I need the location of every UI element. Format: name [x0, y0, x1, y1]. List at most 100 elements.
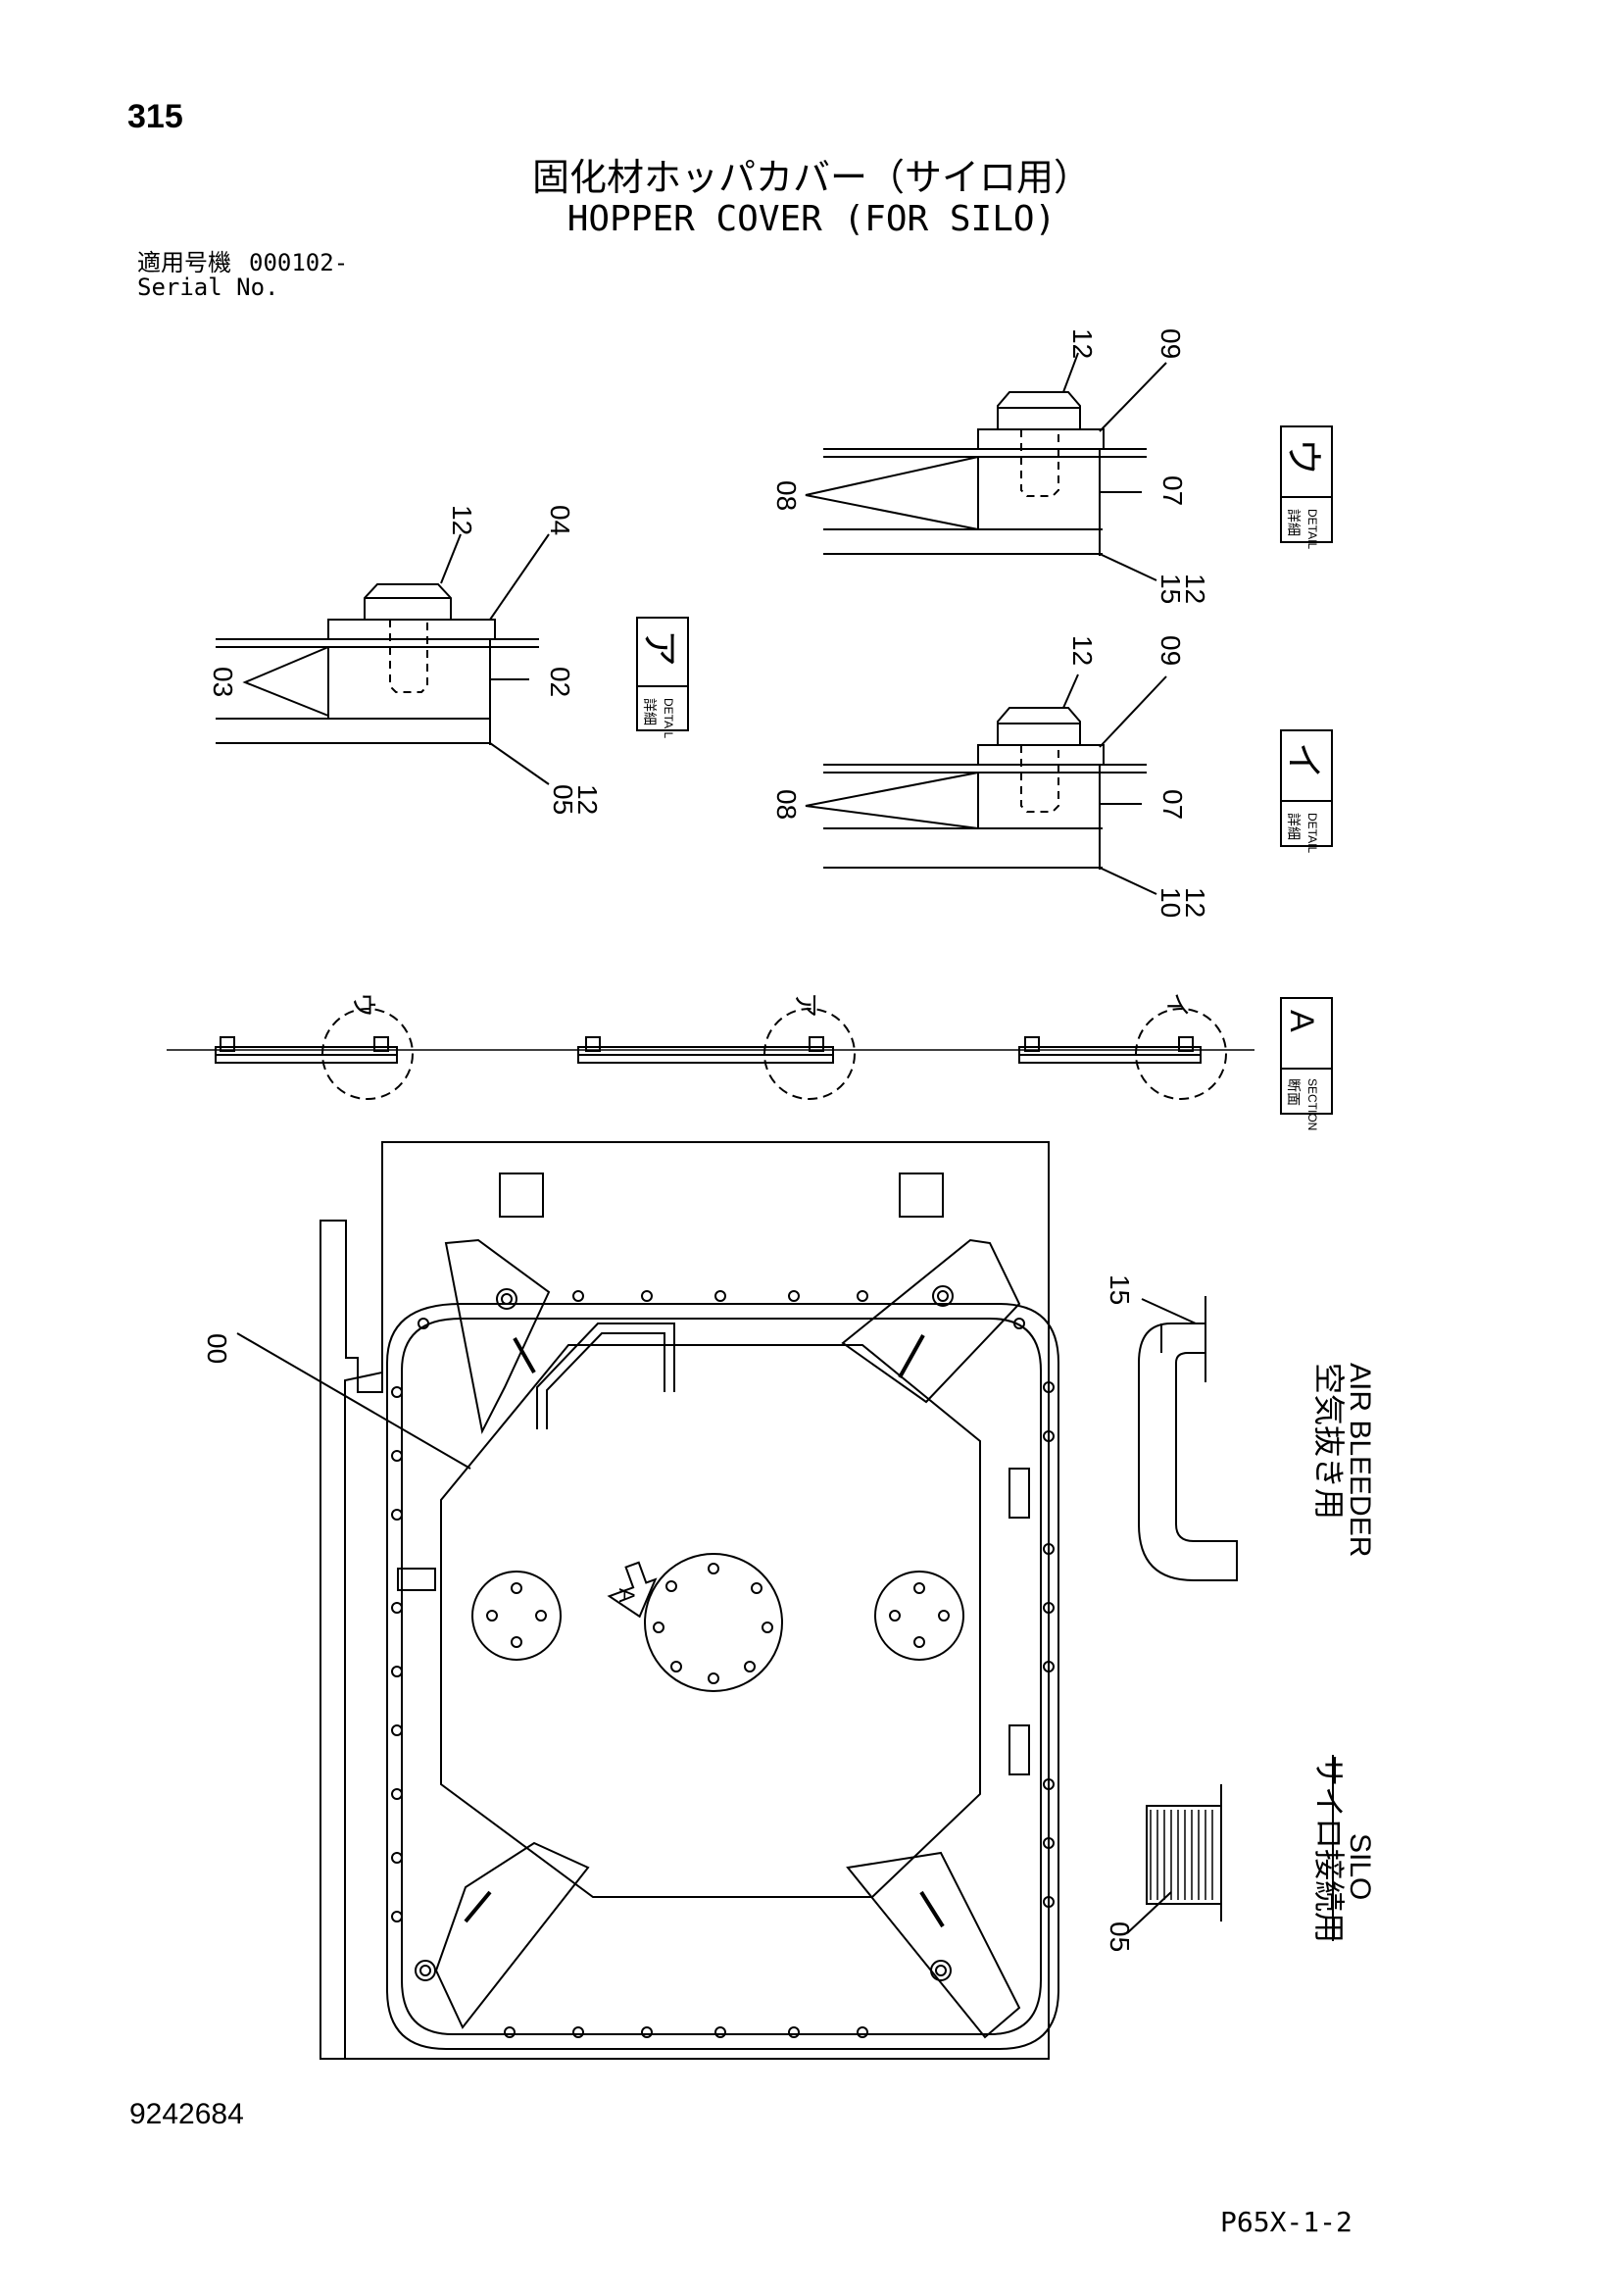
part-number: 9242684: [129, 2098, 244, 2130]
gusset-pin: [415, 1960, 436, 1981]
bolt-hole: [572, 2026, 584, 2038]
bolt-head: [364, 583, 452, 621]
gusset-slot: [898, 1334, 925, 1378]
bolt-head: [997, 707, 1081, 746]
detail-i-mark: イ: [1282, 742, 1323, 779]
page-title-english: HOPPER COVER (FOR SILO): [566, 199, 1057, 239]
callout-silo: 05: [1105, 1922, 1135, 1952]
leader-washer: [1099, 675, 1167, 748]
bolt-hole: [665, 1580, 677, 1592]
callout-detail-a-bolt: 12: [447, 505, 477, 535]
bolt-hole: [486, 1610, 498, 1622]
bolt-hole: [913, 1636, 925, 1648]
callout-detail-i-spacer: 07: [1157, 789, 1188, 820]
bolt-hole: [641, 1290, 653, 1302]
bolt-hole: [391, 1788, 403, 1800]
section-circle-mark-a: ア: [791, 992, 820, 1018]
callout-detail-a-spacer: 02: [545, 667, 575, 697]
leader-bolt: [1062, 674, 1079, 709]
port-left: [471, 1571, 562, 1661]
base-plate-step: [344, 1142, 383, 2059]
detail-a-mark: ア: [638, 629, 679, 667]
gusset-pin-inner: [501, 1293, 513, 1305]
bolt-hole-pattern: [391, 1290, 1055, 2038]
section-bolt: [809, 1036, 824, 1052]
bolt-hole: [714, 2026, 726, 2038]
detail-a-label-en: DETAIL: [662, 698, 675, 738]
washer: [977, 744, 1105, 766]
bolt-shank-hidden: [1020, 745, 1059, 813]
air-bleeder-label-jp: 空気抜き用: [1311, 1363, 1347, 1520]
hinge-bottom: [1008, 1724, 1030, 1775]
bolt-shank-hidden: [1020, 429, 1059, 497]
port-center: [644, 1553, 783, 1692]
detail-u-label-en: DETAIL: [1305, 509, 1319, 549]
cover-body-inner: [401, 1318, 1042, 2035]
silo-bellows-ribs: [1150, 1810, 1213, 1900]
leader-plates: [805, 772, 979, 829]
gusset-pin: [496, 1288, 517, 1310]
port-right: [874, 1571, 964, 1661]
leader-washer: [489, 533, 550, 621]
detail-i-label-box: [1280, 729, 1333, 847]
gusset-pin: [932, 1285, 954, 1307]
lug-top-left: [499, 1173, 544, 1218]
leader-silo: [1126, 1891, 1172, 1934]
section-label-en: SECTION: [1305, 1078, 1319, 1130]
detail-i-label-en: DETAIL: [1305, 813, 1319, 853]
bolt-hole: [670, 1661, 682, 1672]
section-bolt: [373, 1036, 389, 1052]
bolt-hole: [391, 1602, 403, 1614]
callout-detail-a-plates: 03: [208, 667, 238, 697]
callout-detail-u-base-sub: 12: [1180, 574, 1210, 604]
gusset-bottom-left: [434, 1841, 590, 2029]
callout-detail-u-plates: 08: [771, 480, 802, 511]
callout-air-bleeder: 15: [1105, 1274, 1135, 1305]
bolt-hole: [391, 1724, 403, 1736]
bolt-hole: [1043, 1381, 1055, 1393]
gusset-pin-inner: [937, 1290, 949, 1302]
base-plate-outline: [320, 1141, 1050, 2060]
callout-detail-a-washer: 04: [545, 505, 575, 535]
section-a-view: ウ ア イ 断面 SECTION A: [167, 992, 1333, 1130]
leader-bolt: [440, 533, 462, 584]
bolt-hole: [857, 2026, 868, 2038]
leader-plates: [242, 646, 329, 717]
section-detail-circle-u: [321, 1008, 414, 1100]
bolt-hole: [744, 1661, 756, 1672]
section-a-label-box: [1280, 997, 1333, 1115]
bolt-hole: [391, 1911, 403, 1922]
gusset-slot: [513, 1337, 536, 1373]
pipe-body: [1138, 1323, 1238, 1581]
handle: [536, 1323, 675, 1429]
bolt-hole: [788, 1290, 800, 1302]
detail-a-label-box: [636, 617, 689, 731]
bolt-hole: [391, 1852, 403, 1864]
bolt-hole: [511, 1582, 522, 1594]
callout-detail-a-base-sub: 12: [572, 784, 603, 815]
gusset-slot: [919, 1890, 945, 1928]
bolt-shank-hidden: [389, 620, 428, 693]
bolt-hole: [751, 1582, 762, 1594]
detail-u-mark: ウ: [1282, 438, 1323, 475]
washer: [327, 619, 496, 640]
leader-base: [1099, 867, 1157, 895]
bolt-hole: [391, 1509, 403, 1521]
leader-base: [489, 742, 550, 785]
bolt-hole: [708, 1672, 719, 1684]
air-bleeder-pipe-view: 15 空気抜き用 AIR BLEEDER: [1105, 1274, 1376, 1581]
page-code: P65X-1-2: [1220, 2206, 1352, 2238]
callout-cover: 00: [202, 1333, 232, 1364]
gusset-pin-inner: [419, 1965, 431, 1976]
octagon-opening: [440, 1344, 981, 1898]
callout-detail-i-plates: 08: [771, 789, 802, 820]
detail-a-label-jp: 詳細: [642, 698, 658, 725]
section-bolt: [1178, 1036, 1194, 1052]
air-bleeder-label-en: AIR BLEEDER: [1344, 1363, 1376, 1557]
section-label-jp: 断面: [1286, 1078, 1302, 1106]
section-mark: A: [1283, 1010, 1320, 1032]
bolt-hole: [391, 1666, 403, 1677]
leader-plates: [805, 456, 979, 530]
